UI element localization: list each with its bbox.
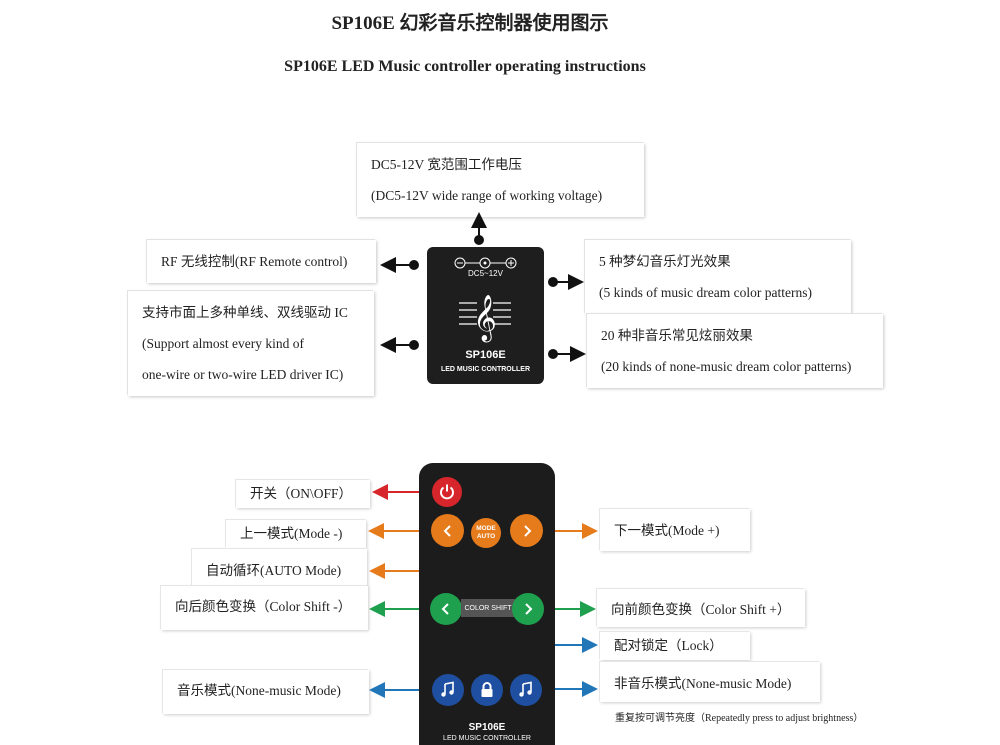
callout-ic-line1: 支持市面上多种单线、双线驱动 IC — [142, 305, 348, 320]
page-title-cn: SP106E 幻彩音乐控制器使用图示 — [331, 13, 609, 34]
chevron-right-icon — [523, 524, 531, 537]
remote-control: MODE AUTO COLOR SHIFT SP106E LED MUSIC C… — [419, 463, 555, 745]
mode-auto-bottom: AUTO — [476, 533, 496, 540]
callout-ic: 支持市面上多种单线、双线驱动 IC (Support almost every … — [128, 291, 374, 396]
label-music-mode: 音乐模式(None-music Mode) — [163, 670, 369, 714]
label-mode-next: 下一模式(Mode +) — [600, 509, 750, 551]
color-shift-next-button[interactable] — [512, 593, 544, 625]
label-color-next: 向前颜色变换（Color Shift +） — [597, 589, 805, 627]
power-icon — [440, 484, 454, 500]
controller-device: DC5~12V 𝄞 SP106E LED MUSIC CONTROLLER — [427, 247, 544, 384]
music-note-icon: 𝄞 — [459, 295, 511, 343]
callout-ic-line2: (Support almost every kind of — [142, 336, 304, 351]
remote-subtitle: LED MUSIC CONTROLLER — [443, 735, 531, 742]
label-mode-prev: 上一模式(Mode -) — [226, 520, 366, 548]
mode-auto-button[interactable]: MODE AUTO — [471, 518, 501, 548]
music-mode-button[interactable] — [432, 674, 464, 706]
callout-rf-text: RF 无线控制(RF Remote control) — [161, 254, 348, 269]
lock-button[interactable] — [471, 674, 503, 706]
callout-music-cn: 5 种梦幻音乐灯光效果 — [599, 254, 731, 269]
callout-rf: RF 无线控制(RF Remote control) — [147, 240, 376, 283]
none-music-mode-button[interactable] — [510, 674, 542, 706]
color-shift-label: COLOR SHIFT — [461, 599, 515, 617]
lock-icon — [481, 682, 493, 697]
callout-none-music: 20 种非音乐常见炫丽效果 (20 kinds of none-music dr… — [587, 314, 883, 388]
controller-dc-label: DC5~12V — [468, 269, 503, 278]
mode-next-button[interactable] — [510, 514, 543, 547]
label-none-music-mode: 非音乐模式(None-music Mode) — [600, 662, 820, 702]
callout-ic-line3: one-wire or two-wire LED driver IC) — [142, 367, 344, 382]
chevron-left-icon — [443, 524, 451, 537]
svg-text:𝄞: 𝄞 — [473, 295, 497, 343]
callout-music-en: (5 kinds of music dream color patterns) — [599, 285, 812, 300]
color-shift-prev-button[interactable] — [430, 593, 462, 625]
remote-name: SP106E — [468, 722, 506, 733]
callout-voltage-en: (DC5-12V wide range of working voltage) — [371, 188, 603, 203]
music-note-icon — [519, 681, 532, 697]
callout-none-music-cn: 20 种非音乐常见炫丽效果 — [601, 328, 753, 343]
dc-connector-icon — [454, 257, 517, 269]
chevron-right-icon — [525, 603, 533, 615]
label-brightness-note: 重复按可调节亮度（Repeatedly press to adjust brig… — [615, 713, 864, 724]
label-auto: 自动循环(AUTO Mode) — [192, 549, 367, 587]
label-lock: 配对锁定（Lock） — [600, 632, 750, 660]
callout-voltage-cn: DC5-12V 宽范围工作电压 — [371, 157, 522, 172]
controller-name: SP106E — [465, 349, 506, 361]
callout-none-music-en: (20 kinds of none-music dream color patt… — [601, 359, 852, 374]
mode-auto-top: MODE — [476, 525, 496, 532]
page-title-en: SP106E LED Music controller operating in… — [284, 58, 646, 75]
label-power: 开关（ON\OFF） — [236, 480, 370, 508]
label-color-prev: 向后颜色变换（Color Shift -） — [161, 586, 368, 630]
callout-music: 5 种梦幻音乐灯光效果 (5 kinds of music dream colo… — [585, 240, 851, 314]
chevron-left-icon — [441, 603, 449, 615]
callout-voltage: DC5-12V 宽范围工作电压 (DC5-12V wide range of w… — [357, 143, 644, 217]
power-button[interactable] — [432, 477, 462, 507]
mode-prev-button[interactable] — [431, 514, 464, 547]
music-note-icon — [441, 681, 454, 697]
controller-subtitle: LED MUSIC CONTROLLER — [440, 366, 531, 373]
